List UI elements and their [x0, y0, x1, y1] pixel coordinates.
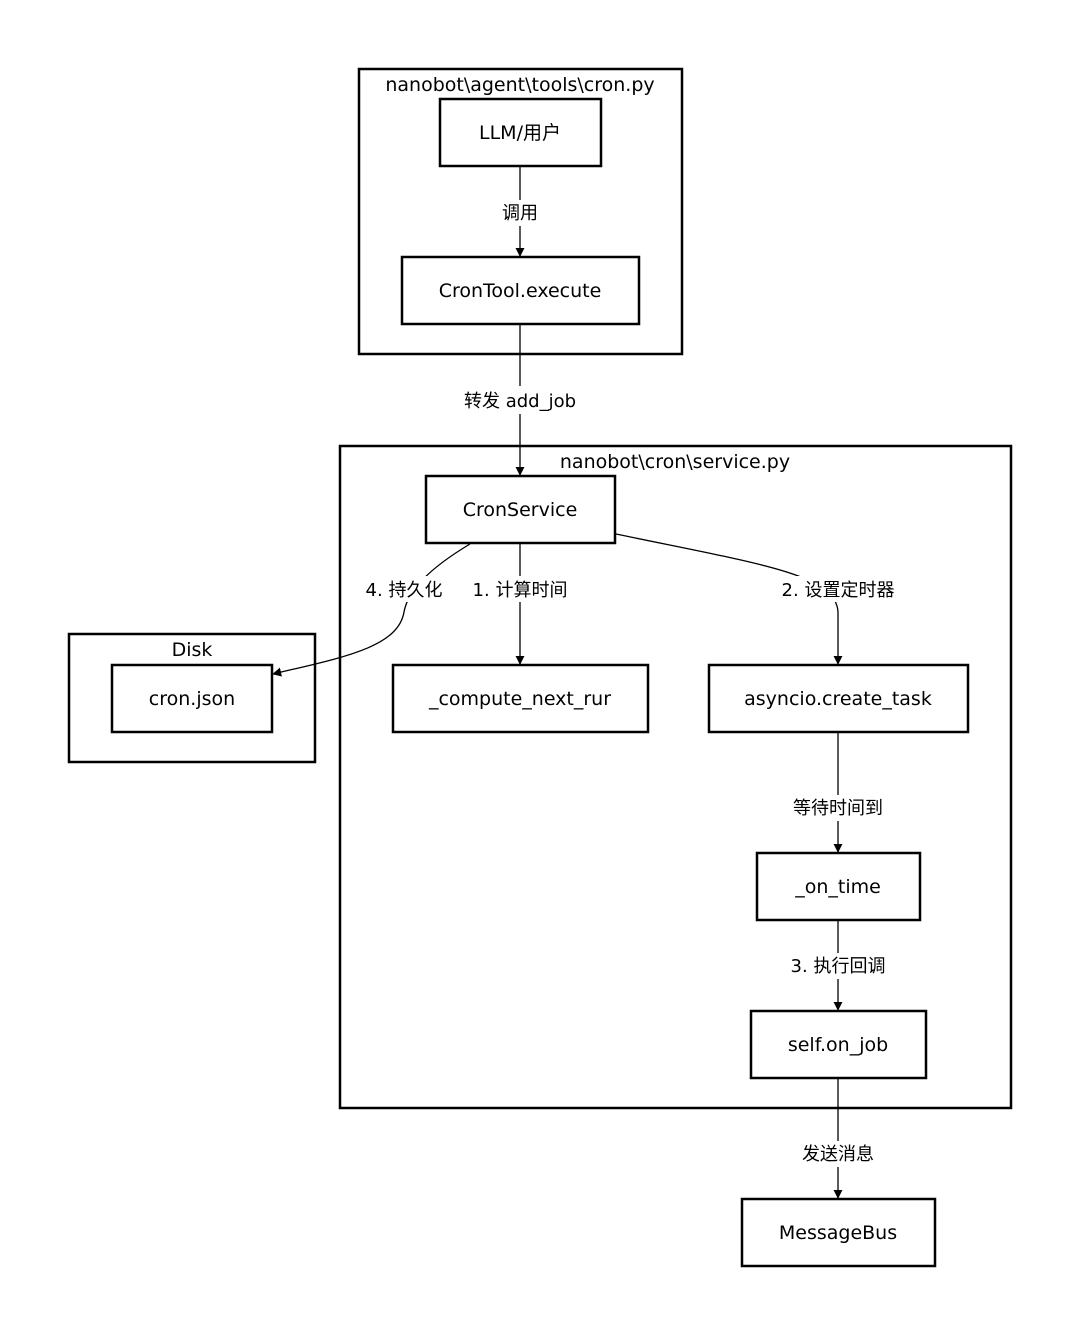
node-llm-user: LLM/用户	[438, 97, 603, 168]
node-on-job: self.on_job	[749, 1009, 928, 1080]
node-compute-next-run: _compute_next_rur	[391, 663, 650, 734]
node-crontool-execute-label: CronTool.execute	[439, 280, 602, 302]
edge-wait-time-label: 等待时间到	[793, 798, 883, 819]
cluster-service-title: nanobot\cron\service.py	[560, 451, 790, 473]
edge-set-timer: 2. 设置定时器	[615, 533, 902, 665]
edge-set-timer-label: 2. 设置定时器	[782, 580, 895, 601]
node-create-task: asyncio.create_task	[707, 663, 970, 734]
edge-wait-time: 等待时间到	[786, 732, 890, 853]
node-cron-json: cron.json	[110, 663, 274, 734]
edge-compute-time: 1. 计算时间	[466, 544, 574, 665]
node-on-job-label: self.on_job	[788, 1034, 888, 1056]
edge-run-callback-label: 3. 执行回调	[791, 956, 886, 977]
node-on-time: _on_time	[755, 851, 922, 922]
node-cronservice: CronService	[424, 474, 617, 545]
edge-forward-add-job: 转发 add_job	[458, 324, 582, 476]
cluster-disk: Disk	[67, 632, 317, 764]
node-create-task-label: asyncio.create_task	[744, 688, 932, 710]
cluster-disk-title: Disk	[172, 639, 213, 661]
node-crontool-execute: CronTool.execute	[400, 255, 641, 326]
edge-persist-label: 4. 持久化	[366, 580, 443, 601]
edge-compute-time-label: 1. 计算时间	[473, 580, 568, 601]
node-cronservice-label: CronService	[463, 499, 578, 521]
edge-send-message-label: 发送消息	[802, 1144, 874, 1165]
edge-send-message: 发送消息	[794, 1078, 882, 1199]
node-messagebus: MessageBus	[740, 1197, 937, 1268]
node-llm-user-label: LLM/用户	[479, 122, 561, 144]
node-cron-json-label: cron.json	[149, 688, 235, 710]
edge-invoke: 调用	[496, 166, 544, 257]
node-messagebus-label: MessageBus	[779, 1222, 897, 1244]
cluster-tools-title: nanobot\agent\tools\cron.py	[385, 74, 654, 96]
edge-persist: 4. 持久化	[272, 543, 471, 677]
edge-forward-add-job-label: 转发 add_job	[464, 391, 576, 412]
node-on-time-label: _on_time	[794, 876, 881, 898]
node-compute-next-run-label: _compute_next_rur	[428, 688, 611, 710]
cluster-service: nanobot\cron\service.py	[338, 444, 1013, 1110]
edge-run-callback: 3. 执行回调	[782, 920, 894, 1011]
edge-invoke-label: 调用	[502, 203, 538, 224]
